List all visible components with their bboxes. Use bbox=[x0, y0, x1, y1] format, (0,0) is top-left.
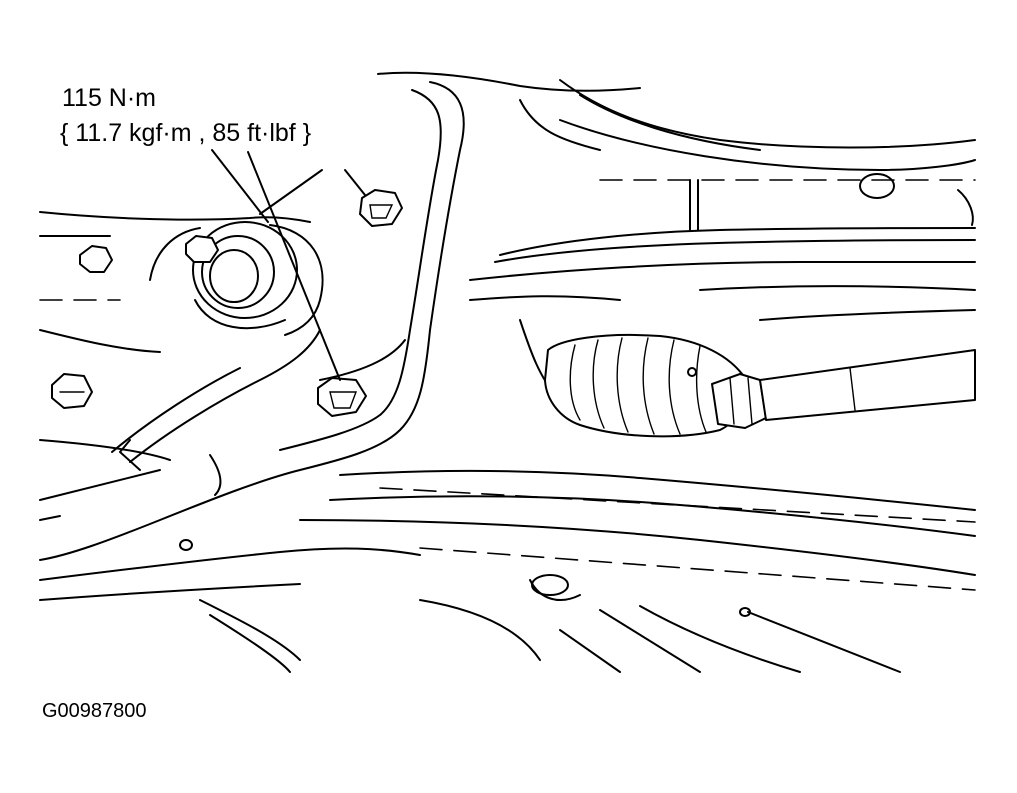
bolt-left-upper bbox=[79, 245, 113, 273]
bolt-lower-center bbox=[317, 377, 367, 417]
leader-lines bbox=[211, 149, 366, 381]
floor-pan bbox=[39, 515, 901, 673]
spring-seat bbox=[149, 221, 324, 336]
bolt-left-lower bbox=[51, 373, 93, 409]
knuckle-bracket bbox=[39, 81, 465, 561]
upper-control-arm bbox=[469, 227, 976, 321]
bolt-spring-top bbox=[185, 235, 219, 263]
bolt-upper-right bbox=[359, 189, 403, 227]
body-panel-outline bbox=[377, 71, 976, 231]
torque-spec-conversion: { 11.7 kgf·m , 85 ft·lbf } bbox=[60, 119, 312, 147]
frame-rail bbox=[39, 211, 311, 501]
drive-shaft bbox=[519, 319, 976, 438]
lower-control-arm bbox=[39, 469, 976, 601]
torque-spec-value: 115 N·m bbox=[62, 84, 157, 112]
figure-id: G00987800 bbox=[42, 700, 147, 722]
